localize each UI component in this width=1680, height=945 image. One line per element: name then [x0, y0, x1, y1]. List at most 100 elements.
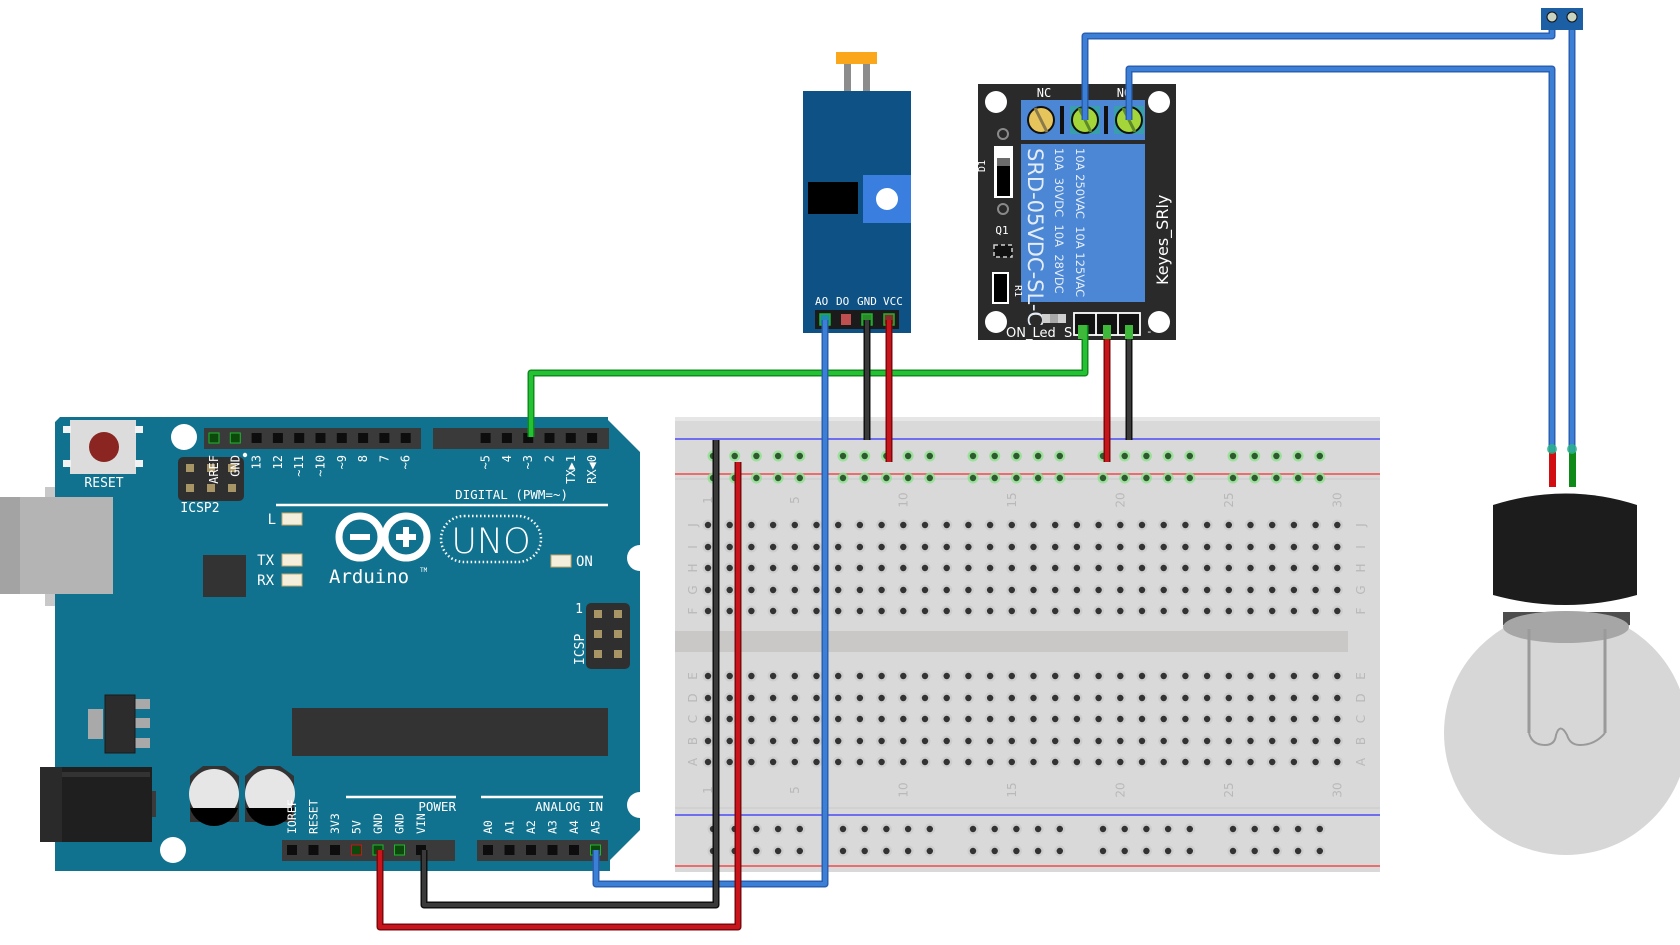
breadboard-hole[interactable]	[1117, 564, 1124, 572]
breadboard-hole[interactable]	[965, 586, 972, 594]
rail-hole[interactable]	[1294, 847, 1302, 855]
breadboard-hole[interactable]	[748, 715, 755, 723]
breadboard-hole[interactable]	[1030, 521, 1037, 529]
breadboard-hole[interactable]	[1008, 607, 1015, 615]
breadboard-hole[interactable]	[856, 694, 864, 702]
wire-gnd-to-rail[interactable]	[422, 440, 718, 907]
breadboard-hole[interactable]	[1008, 758, 1015, 766]
breadboard-hole[interactable]	[835, 694, 842, 702]
breadboard-hole[interactable]	[726, 672, 733, 680]
rail-hole[interactable]	[1294, 825, 1302, 833]
breadboard-hole[interactable]	[1030, 694, 1037, 702]
breadboard-hole[interactable]	[1073, 737, 1081, 745]
rail-hole[interactable]	[1164, 847, 1172, 855]
breadboard-hole[interactable]	[1160, 737, 1167, 745]
breadboard-hole[interactable]	[791, 521, 798, 529]
breadboard-hole[interactable]	[965, 694, 972, 702]
breadboard-hole[interactable]	[1182, 564, 1189, 572]
rail-hole[interactable]	[1229, 474, 1237, 482]
breadboard-hole[interactable]	[900, 694, 907, 702]
rail-hole[interactable]	[753, 452, 760, 460]
breadboard-hole[interactable]	[1073, 758, 1081, 766]
wire-a5-to-sensor-ao[interactable]	[594, 320, 827, 886]
breadboard-hole[interactable]	[900, 715, 907, 723]
breadboard-hole[interactable]	[1138, 543, 1146, 551]
breadboard-hole[interactable]	[1247, 672, 1254, 680]
breadboard-hole[interactable]	[769, 715, 777, 723]
breadboard-hole[interactable]	[704, 694, 712, 702]
breadboard-hole[interactable]	[1334, 607, 1341, 615]
breadboard-hole[interactable]	[943, 586, 950, 594]
breadboard-hole[interactable]	[1334, 715, 1341, 723]
breadboard-hole[interactable]	[1095, 607, 1102, 615]
rail-hole[interactable]	[1316, 847, 1324, 855]
breadboard-hole[interactable]	[1138, 694, 1146, 702]
breadboard-hole[interactable]	[1138, 607, 1146, 615]
header-pin[interactable]	[480, 433, 491, 443]
breadboard-hole[interactable]	[813, 737, 820, 745]
breadboard-hole[interactable]	[1269, 758, 1276, 766]
power-pin[interactable]	[330, 845, 340, 855]
breadboard-hole[interactable]	[813, 586, 820, 594]
breadboard-hole[interactable]	[1334, 586, 1341, 594]
breadboard-hole[interactable]	[1290, 715, 1298, 723]
reset-button[interactable]	[63, 420, 143, 474]
breadboard-hole[interactable]	[704, 607, 712, 615]
breadboard-hole[interactable]	[1073, 564, 1081, 572]
breadboard-hole[interactable]	[1290, 564, 1298, 572]
analog-pin[interactable]	[504, 845, 515, 855]
breadboard-hole[interactable]	[704, 543, 712, 551]
breadboard-hole[interactable]	[1138, 586, 1146, 594]
breadboard-hole[interactable]	[1290, 758, 1298, 766]
breadboard-hole[interactable]	[900, 672, 907, 680]
rail-hole[interactable]	[969, 474, 977, 482]
breadboard-hole[interactable]	[791, 607, 798, 615]
breadboard-hole[interactable]	[1247, 737, 1254, 745]
breadboard-hole[interactable]	[835, 672, 842, 680]
breadboard-hole[interactable]	[1225, 543, 1233, 551]
breadboard-hole[interactable]	[1117, 694, 1124, 702]
breadboard-hole[interactable]	[1095, 672, 1102, 680]
breadboard-hole[interactable]	[704, 737, 712, 745]
rail-hole[interactable]	[1186, 474, 1194, 482]
rail-hole[interactable]	[1143, 474, 1150, 482]
breadboard-hole[interactable]	[878, 543, 885, 551]
breadboard-hole[interactable]	[1095, 543, 1102, 551]
power-pin[interactable]	[308, 845, 319, 855]
breadboard-hole[interactable]	[1008, 543, 1015, 551]
rail-hole[interactable]	[1056, 452, 1064, 460]
header-pin[interactable]	[315, 433, 326, 443]
breadboard-hole[interactable]	[1030, 607, 1037, 615]
rail-hole[interactable]	[1034, 452, 1042, 460]
breadboard-hole[interactable]	[856, 715, 864, 723]
breadboard-hole[interactable]	[1269, 694, 1276, 702]
header-pin[interactable]	[251, 433, 262, 443]
rail-hole[interactable]	[1034, 474, 1042, 482]
rail-hole[interactable]	[861, 825, 868, 833]
power-pin[interactable]	[287, 845, 297, 855]
breadboard-hole[interactable]	[1225, 672, 1233, 680]
breadboard-hole[interactable]	[1312, 758, 1319, 766]
breadboard-hole[interactable]	[1117, 586, 1124, 594]
rail-hole[interactable]	[926, 452, 933, 460]
breadboard-hole[interactable]	[878, 737, 885, 745]
breadboard-hole[interactable]	[1138, 672, 1146, 680]
breadboard-hole[interactable]	[1334, 672, 1341, 680]
breadboard-hole[interactable]	[943, 694, 950, 702]
breadboard-hole[interactable]	[1290, 521, 1298, 529]
wire-relay-no-to-lamp[interactable]	[1127, 67, 1554, 452]
breadboard-hole[interactable]	[1073, 586, 1081, 594]
breadboard-hole[interactable]	[813, 521, 820, 529]
breadboard-hole[interactable]	[704, 758, 712, 766]
breadboard-hole[interactable]	[835, 564, 842, 572]
header-pin[interactable]	[336, 433, 347, 443]
rail-hole[interactable]	[991, 474, 998, 482]
rail-hole[interactable]	[1229, 847, 1237, 855]
breadboard-hole[interactable]	[1008, 564, 1015, 572]
breadboard-hole[interactable]	[748, 737, 755, 745]
breadboard-hole[interactable]	[1312, 715, 1319, 723]
rail-hole[interactable]	[1316, 474, 1324, 482]
rail-hole[interactable]	[753, 825, 760, 833]
breadboard-hole[interactable]	[813, 715, 820, 723]
breadboard-hole[interactable]	[943, 715, 950, 723]
